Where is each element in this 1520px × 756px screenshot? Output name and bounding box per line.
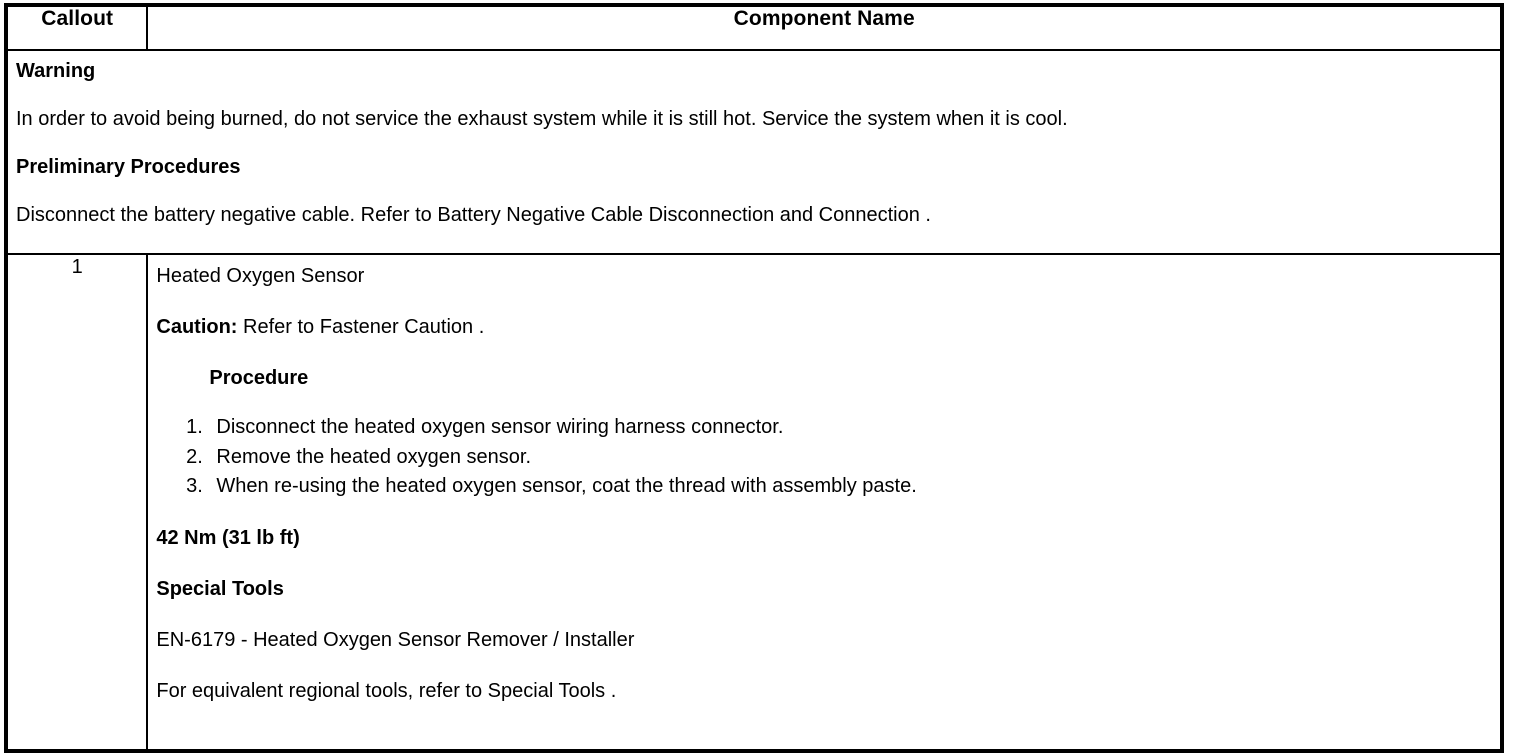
service-procedure-table: Callout Component Name Warning In order … [4, 3, 1504, 753]
torque-specification: 42 Nm (31 lb ft) [156, 526, 300, 549]
special-tools-heading: Special Tools [156, 577, 284, 600]
caution-label: Caution: [156, 316, 238, 339]
procedure-step: Disconnect the heated oxygen sensor wiri… [208, 413, 1492, 442]
special-tool-item: EN-6179 - Heated Oxygen Sensor Remover /… [156, 628, 635, 651]
table-header-row: Callout Component Name [4, 4, 1503, 51]
warning-heading: Warning [16, 60, 96, 82]
procedure-heading: Procedure [209, 367, 309, 390]
special-tools-note: For equivalent regional tools, refer to … [156, 679, 617, 702]
caution-text: Refer to Fastener Caution . [237, 316, 485, 339]
component-detail-cell: Heated Oxygen Sensor Caution: Refer to F… [146, 253, 1503, 752]
callout-number: 1 [4, 253, 149, 752]
notice-cell: Warning In order to avoid being burned, … [5, 48, 1503, 256]
procedure-step: Remove the heated oxygen sensor. [208, 443, 1492, 472]
procedure-step: When re-using the heated oxygen sensor, … [208, 472, 1492, 501]
preliminary-procedures-text: Disconnect the battery negative cable. R… [16, 204, 931, 226]
procedure-step-list: Disconnect the heated oxygen sensor wiri… [156, 413, 1492, 501]
table-notice-row: Warning In order to avoid being burned, … [5, 48, 1503, 256]
preliminary-procedures-heading: Preliminary Procedures [16, 156, 241, 178]
caution-line: Caution: Refer to Fastener Caution . [156, 317, 1492, 338]
table-row: 1 Heated Oxygen Sensor Caution: Refer to… [4, 253, 1503, 752]
column-header-component-name: Component Name [146, 4, 1503, 51]
component-title: Heated Oxygen Sensor [156, 265, 365, 288]
warning-text: In order to avoid being burned, do not s… [16, 108, 1068, 130]
column-header-callout: Callout [4, 4, 149, 51]
